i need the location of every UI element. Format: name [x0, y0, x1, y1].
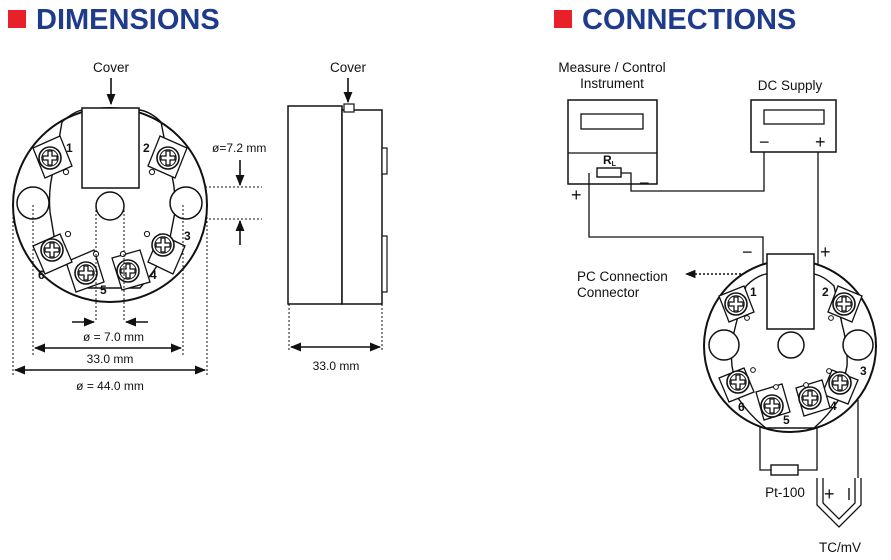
cover-label-side: Cover [330, 60, 367, 75]
tc-label: TC/mV [819, 540, 861, 555]
connection-hole-left [708, 329, 740, 361]
connection-terminal-3: 3 [821, 364, 867, 405]
pt100-resistor [770, 464, 799, 476]
connection-hole-right [842, 329, 874, 361]
load-resistor [596, 167, 622, 178]
svg-text:4: 4 [150, 268, 157, 282]
svg-text:5: 5 [100, 283, 107, 297]
dimensions-heading: DIMENSIONS [36, 4, 220, 36]
front-hole-center [95, 191, 125, 221]
svg-text:6: 6 [38, 268, 45, 282]
supply-label: DC Supply [758, 78, 823, 93]
svg-text:2: 2 [143, 141, 150, 155]
connections-heading: CONNECTIONS [582, 4, 796, 36]
front-terminal-3: 3 [143, 229, 191, 275]
front-terminal-1: 1 [32, 135, 73, 179]
svg-text:4: 4 [830, 399, 837, 413]
hole-diameter-label: ø=7.2 mm [212, 141, 266, 155]
connection-cover-slot [766, 253, 815, 330]
connection-terminal-6: 6 [718, 367, 756, 414]
terminal-plus-label: + [820, 242, 831, 262]
terminal-minus-label: − [742, 242, 753, 262]
svg-text:3: 3 [184, 229, 191, 243]
svg-text:1: 1 [66, 141, 73, 155]
connection-terminal-2: 2 [822, 285, 863, 323]
connection-terminal-5: 5 [755, 383, 791, 427]
connections-section: CONNECTIONS Measure / Control Instrument… [554, 4, 877, 555]
dc-supply-box [750, 99, 837, 153]
front-terminal-6: 6 [32, 230, 73, 282]
svg-text:2: 2 [822, 285, 829, 299]
svg-text:5: 5 [783, 413, 790, 427]
instrument-label-line1: Measure / Control [558, 60, 665, 75]
supply-minus: − [759, 132, 770, 152]
tc-plus: + [824, 484, 835, 504]
side-view-housing [287, 103, 388, 305]
svg-text:1: 1 [750, 285, 757, 299]
front-terminal-2: 2 [143, 135, 188, 179]
svg-text:6: 6 [738, 400, 745, 414]
width-33-label: 33.0 mm [87, 352, 134, 366]
pc-connection-label-line1: PC Connection [577, 269, 668, 284]
connection-terminal-4: 4 [795, 379, 837, 417]
svg-text:3: 3 [860, 364, 867, 378]
instrument-minus: − [639, 173, 650, 193]
instrument-plus: + [571, 185, 582, 205]
dimensions-section: DIMENSIONS Cover 1 2 3 [8, 4, 388, 393]
instrument-label-line2: Instrument [580, 76, 644, 91]
supply-plus: + [815, 132, 826, 152]
connections-accent-square [554, 10, 572, 28]
pt100-label: Pt-100 [765, 485, 805, 500]
cover-label-front: Cover [93, 60, 130, 75]
front-cover-slot [81, 107, 140, 189]
pc-connection-label-line2: Connector [577, 285, 640, 300]
resistor-label: RL [603, 153, 617, 168]
connection-hole-center [777, 331, 805, 359]
connection-terminal-1: 1 [718, 285, 757, 323]
front-hole-right [169, 186, 203, 220]
inner-diameter-label: ø = 7.0 mm [83, 330, 144, 344]
dimensions-accent-square [8, 10, 26, 28]
side-width-label: 33.0 mm [313, 359, 360, 373]
outer-diameter-label: ø = 44.0 mm [76, 379, 144, 393]
